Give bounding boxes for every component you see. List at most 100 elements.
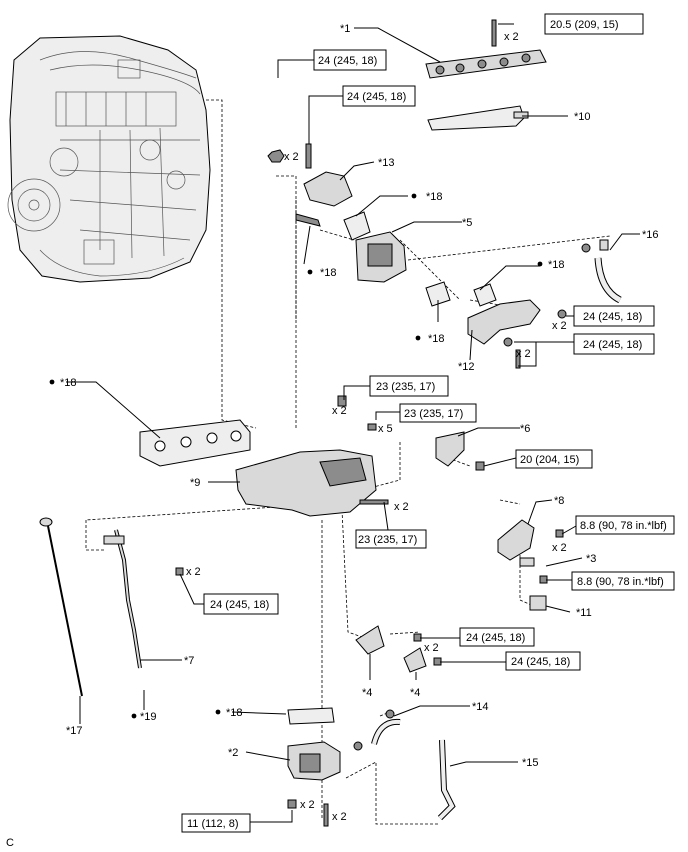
callout-label: *7 [184, 655, 194, 667]
fuel-rail-part [425, 19, 547, 79]
bolt-icon [557, 309, 567, 319]
torque-spec-label: 23 (235, 17) [404, 408, 463, 420]
bolt-icon [515, 349, 521, 369]
callout-label: *18 [428, 333, 445, 345]
part-callouts: *1 *10 *13 *18 *5 *16 *18 *18 *18 *12 *1… [60, 23, 659, 769]
torque-spec-label: 23 (235, 17) [358, 534, 417, 546]
bolt-icon [491, 19, 497, 47]
quantity-label: x 2 [516, 348, 531, 360]
manifold-stay-parts [355, 625, 442, 673]
torque-spec-label: 23 (235, 17) [376, 381, 435, 393]
leader-lines [66, 23, 640, 823]
callout-label: *11 [576, 607, 592, 619]
torque-spec-label: 8.8 (90, 78 in.*lbf) [580, 520, 667, 532]
bolt-icon [323, 803, 329, 827]
bolt-icon [359, 499, 389, 505]
oil-dipstick-part [39, 517, 83, 697]
quantity-label: x 2 [504, 31, 519, 43]
quantity-label: x 2 [300, 799, 315, 811]
vacuum-hose-part [371, 709, 401, 745]
callout-label: *18 [548, 259, 565, 271]
fuel-rail-insulator-part [427, 105, 529, 131]
egr-valve-part [355, 231, 407, 283]
callout-label: *10 [574, 111, 591, 123]
bolt-icon [539, 575, 548, 584]
nut-icon [503, 337, 513, 347]
callout-label: *1 [340, 23, 350, 35]
vacuum-bracket-parts [497, 519, 564, 611]
quantity-label: x 2 [424, 642, 439, 654]
bolt-icon [367, 423, 377, 431]
egr-bracket-part [295, 171, 353, 227]
callout-label: *3 [586, 553, 596, 565]
torque-spec-boxes: 20.5 (209, 15) 24 (245, 18) 24 (245, 18)… [181, 13, 675, 833]
manifold-bracket-part [435, 431, 485, 471]
water-bypass-hose-part [437, 739, 456, 821]
upper-fasteners [267, 143, 312, 169]
engine-assembly-illustration [7, 35, 211, 283]
quantity-label: x 5 [378, 423, 393, 435]
torque-spec-label: 24 (245, 18) [466, 632, 525, 644]
callout-label: *5 [462, 217, 472, 229]
bullet-dot-icon [49, 379, 55, 385]
torque-spec-label: 20 (204, 15) [520, 454, 579, 466]
quantity-label: x 2 [552, 320, 567, 332]
quantity-label: x 2 [332, 811, 347, 823]
quantity-label: x 2 [332, 405, 347, 417]
bolt-icon [433, 657, 442, 666]
callout-label: *19 [140, 711, 157, 723]
callout-label: *12 [458, 361, 475, 373]
bullet-dot-icon [131, 713, 137, 719]
callout-label: *18 [426, 191, 443, 203]
torque-spec-label: 24 (245, 18) [583, 339, 642, 351]
gasket-parts [287, 211, 497, 725]
callout-label: *6 [520, 423, 530, 435]
bullet-dot-icon [307, 269, 313, 275]
torque-spec-label: 24 (245, 18) [210, 599, 269, 611]
callout-label: *17 [66, 725, 83, 737]
oil-level-guide-part [103, 529, 184, 669]
figure-code: C [6, 837, 14, 849]
nut-icon [267, 149, 285, 163]
bolt-icon [175, 567, 184, 576]
bolt-icon [475, 461, 485, 471]
callout-label: *8 [554, 495, 564, 507]
callout-label: *2 [228, 747, 238, 759]
torque-spec-label: 24 (245, 18) [511, 656, 570, 668]
callout-label: *18 [226, 707, 243, 719]
bullet-markers [49, 193, 543, 719]
callout-label: *14 [472, 701, 489, 713]
callout-label: *9 [190, 477, 200, 489]
callout-label: *13 [378, 157, 395, 169]
quantity-label: x 2 [552, 542, 567, 554]
torque-spec-label: 11 (112, 8) [187, 818, 239, 830]
torque-spec-label: 24 (245, 18) [318, 55, 377, 67]
quantity-label: x 2 [186, 566, 201, 578]
callout-label: *15 [522, 757, 539, 769]
bullet-dot-icon [411, 193, 417, 199]
bullet-dot-icon [215, 709, 221, 715]
bolt-icon [413, 633, 422, 642]
callout-label: *4 [362, 687, 372, 699]
egr-pipe-part [467, 299, 567, 369]
torque-spec-label: 24 (245, 18) [347, 91, 406, 103]
callout-label: *16 [642, 229, 659, 241]
torque-spec-label: 20.5 (209, 15) [550, 19, 619, 31]
torque-spec-label: 8.8 (90, 78 in.*lbf) [577, 576, 664, 588]
bolt-icon [305, 143, 312, 169]
throttle-body-part [287, 741, 363, 827]
callout-label: *18 [320, 267, 337, 279]
water-hose-part [581, 239, 622, 304]
intake-manifold-part [235, 395, 389, 517]
quantity-label: x 2 [284, 151, 299, 163]
quantity-labels: x 2 x 2 x 2 x 2 x 2 x 5 x 2 x 2 x 2 x 2 … [186, 31, 567, 823]
torque-spec-label: 24 (245, 18) [583, 311, 642, 323]
nut-icon [287, 799, 297, 809]
bullet-dot-icon [415, 335, 421, 341]
intake-manifold-gasket [139, 419, 251, 467]
quantity-label: x 2 [394, 501, 409, 513]
nut-icon [337, 395, 347, 407]
callout-label: *18 [60, 377, 77, 389]
bullet-dot-icon [537, 261, 543, 267]
